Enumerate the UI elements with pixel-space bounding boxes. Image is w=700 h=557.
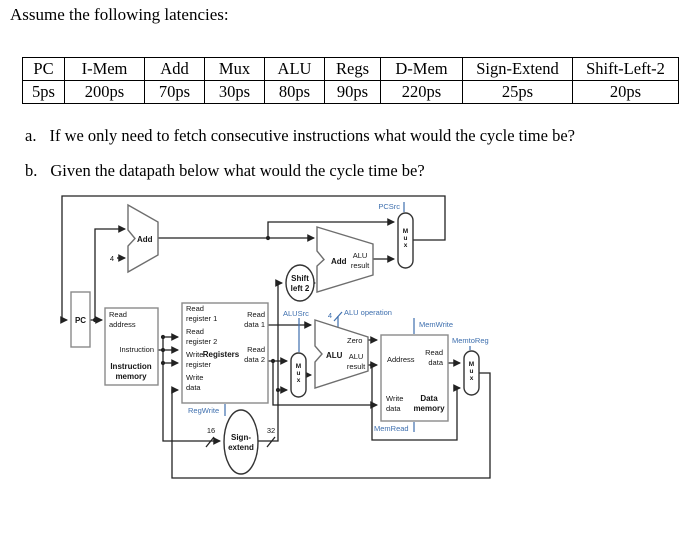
- address-label: Address: [387, 355, 415, 364]
- question-b: b. Given the datapath below what would t…: [25, 161, 425, 181]
- shift-left-2-unit: [285, 264, 315, 302]
- slash-32-bit: [266, 436, 276, 448]
- latency-header-row: PC I-Mem Add Mux ALU Regs D-Mem Sign-Ext…: [22, 57, 679, 81]
- latency-cell: 80ps: [264, 80, 325, 104]
- instruction-memory: [104, 307, 159, 386]
- question-b-text: Given the datapath below what would the …: [50, 161, 425, 180]
- pc-label: PC: [75, 316, 86, 325]
- junction-dot: [160, 360, 166, 366]
- add1-label: Add: [137, 235, 153, 244]
- wire-pc4-to-pcsrc-mux: [267, 218, 396, 238]
- latency-cell: 220ps: [380, 80, 463, 104]
- junction-dot: [92, 317, 98, 323]
- pcsrc-label: PCSrc: [378, 202, 400, 211]
- data-memory: [380, 334, 449, 422]
- wire-aluresult-bypass: [371, 365, 462, 441]
- junction-dot: [265, 235, 271, 241]
- junction-dot: [160, 334, 166, 340]
- bus-width-16-label: 16: [207, 426, 215, 435]
- col-header: D-Mem: [380, 57, 463, 81]
- pc-register: [70, 291, 91, 348]
- ctrl-line-aluop-slash: [333, 311, 343, 322]
- latency-table: PC I-Mem Add Mux ALU Regs D-Mem Sign-Ext…: [22, 57, 679, 104]
- adder-branch-target: [316, 226, 374, 293]
- wire-instruction-bus-to-signextend: [162, 337, 222, 445]
- alu: [314, 319, 369, 389]
- mux-pcsrc: [397, 212, 414, 269]
- junction-dot: [275, 387, 281, 393]
- mux-memtoreg: [463, 350, 480, 396]
- registers-label: Registers: [203, 350, 240, 359]
- wire-readdata2-to-dmem: [272, 361, 379, 409]
- regwrite-label: RegWrite: [188, 406, 219, 415]
- wire-pc-feedback-loop: [60, 195, 446, 324]
- col-header: PC: [22, 57, 65, 81]
- const-4-label: 4: [110, 254, 114, 263]
- wire-pc-to-add1: [94, 225, 127, 320]
- latency-cell: 30ps: [204, 80, 265, 104]
- control-lines: [224, 202, 471, 432]
- junction-dots: [92, 235, 375, 393]
- slash-16-bit: [205, 436, 215, 448]
- alu-operation-label: ALU operation: [344, 308, 392, 317]
- bus-width-32-label: 32: [267, 426, 275, 435]
- junction-dot: [160, 347, 166, 353]
- junction-dot: [270, 358, 276, 364]
- instruction-label: Instruction: [119, 345, 154, 354]
- memread-label: MemRead: [374, 424, 409, 433]
- register-file: [181, 302, 269, 404]
- col-header: Sign-Extend: [462, 57, 573, 81]
- question-a-text: If we only need to fetch consecutive ins…: [49, 126, 575, 145]
- aluop-width-label: 4: [328, 311, 332, 320]
- add2-label: Add: [331, 257, 347, 266]
- latency-value-row: 5ps 200ps 70ps 30ps 80ps 90ps 220ps 25ps…: [22, 80, 679, 104]
- question-b-label: b.: [25, 161, 38, 180]
- question-a-label: a.: [25, 126, 37, 145]
- page-title: Assume the following latencies:: [10, 5, 229, 24]
- latency-cell: 90ps: [324, 80, 381, 104]
- zero-label: Zero: [347, 336, 362, 345]
- wires: [60, 195, 491, 479]
- alusrc-label: ALUSrc: [283, 309, 309, 318]
- latency-cell: 200ps: [64, 80, 145, 104]
- adder-pc-plus-4: [127, 203, 159, 274]
- sign-extend-label: Sign-extend: [228, 433, 254, 452]
- alu-label: ALU: [326, 351, 343, 360]
- wire-signextend-to-shift: [258, 279, 284, 442]
- mux-alusrc: [290, 352, 307, 398]
- junction-dot: [369, 362, 375, 368]
- question-a: a. If we only need to fetch consecutive …: [25, 126, 575, 146]
- col-header: Mux: [204, 57, 265, 81]
- latency-cell: 25ps: [462, 80, 573, 104]
- memwrite-label: MemWrite: [419, 320, 453, 329]
- latency-cell: 20ps: [572, 80, 679, 104]
- sign-extend-unit: [223, 409, 259, 475]
- col-header: Add: [144, 57, 205, 81]
- wire-writeback: [171, 372, 491, 479]
- memtoreg-label: MemtoReg: [452, 336, 489, 345]
